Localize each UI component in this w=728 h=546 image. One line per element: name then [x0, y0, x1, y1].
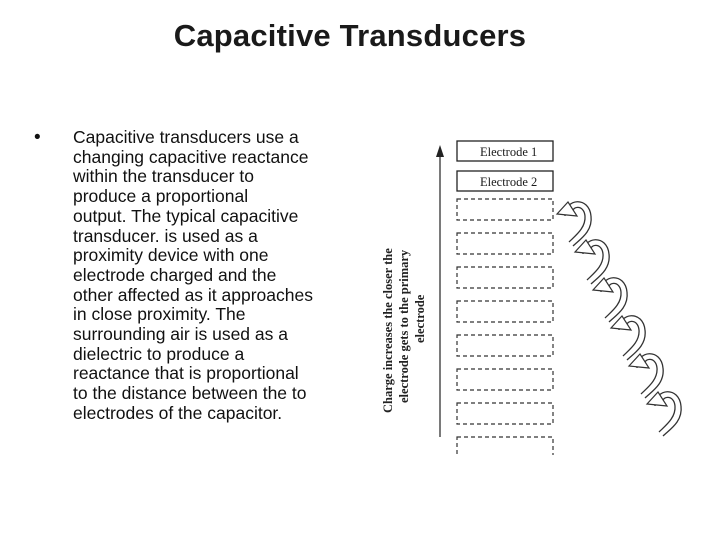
- dashed-plate: [456, 266, 554, 289]
- charge-label-line1: Charge increases the closer the: [381, 248, 395, 413]
- curl-arrowhead: [645, 391, 669, 407]
- dashed-plate: [456, 334, 554, 357]
- dashed-plate: [456, 300, 554, 323]
- capacitor-diagram: Charge increases the closer the electrod…: [370, 135, 700, 455]
- bullet-list: • Capacitive transducers use a changing …: [34, 127, 364, 424]
- curl-arrowhead: [609, 315, 633, 331]
- charge-arrowhead: [436, 145, 444, 157]
- electrode-2-plate: [456, 170, 554, 192]
- curl-arrowhead: [555, 201, 579, 217]
- slide-title: Capacitive Transducers: [173, 18, 527, 53]
- dashed-plate: [456, 232, 554, 255]
- bullet-marker: •: [34, 127, 41, 148]
- curl-arrowhead: [573, 239, 597, 255]
- electrode-1-label: Electrode 1: [480, 145, 537, 159]
- dashed-plate: [456, 402, 554, 425]
- bullet-text: Capacitive transducers use a changing ca…: [73, 127, 313, 423]
- charge-label-line2: electrode gets to the primary: [397, 249, 411, 403]
- capacitor-diagram-svg: Charge increases the closer the electrod…: [381, 140, 682, 455]
- electrode-1-plate: [456, 140, 554, 162]
- electrode-2-label: Electrode 2: [480, 175, 537, 189]
- dashed-plate: [456, 198, 554, 221]
- dashed-plate: [456, 436, 554, 455]
- curl-arrowhead: [627, 353, 651, 369]
- charge-label-line3: electrode: [413, 294, 427, 343]
- dashed-plate: [456, 368, 554, 391]
- curl-arrowhead: [591, 277, 615, 293]
